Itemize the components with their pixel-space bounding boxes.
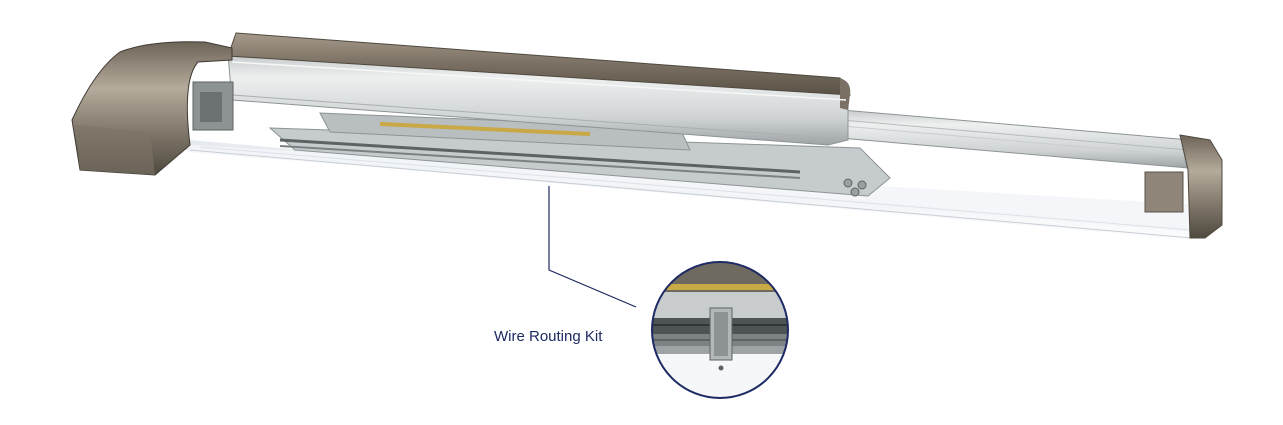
detail-magnifier <box>651 261 789 399</box>
callout-leader-line <box>548 186 637 308</box>
rear-extension-tube <box>839 109 1191 169</box>
right-end-cap <box>1179 134 1223 239</box>
callout-label-wire-routing-kit: Wire Routing Kit <box>494 328 603 345</box>
